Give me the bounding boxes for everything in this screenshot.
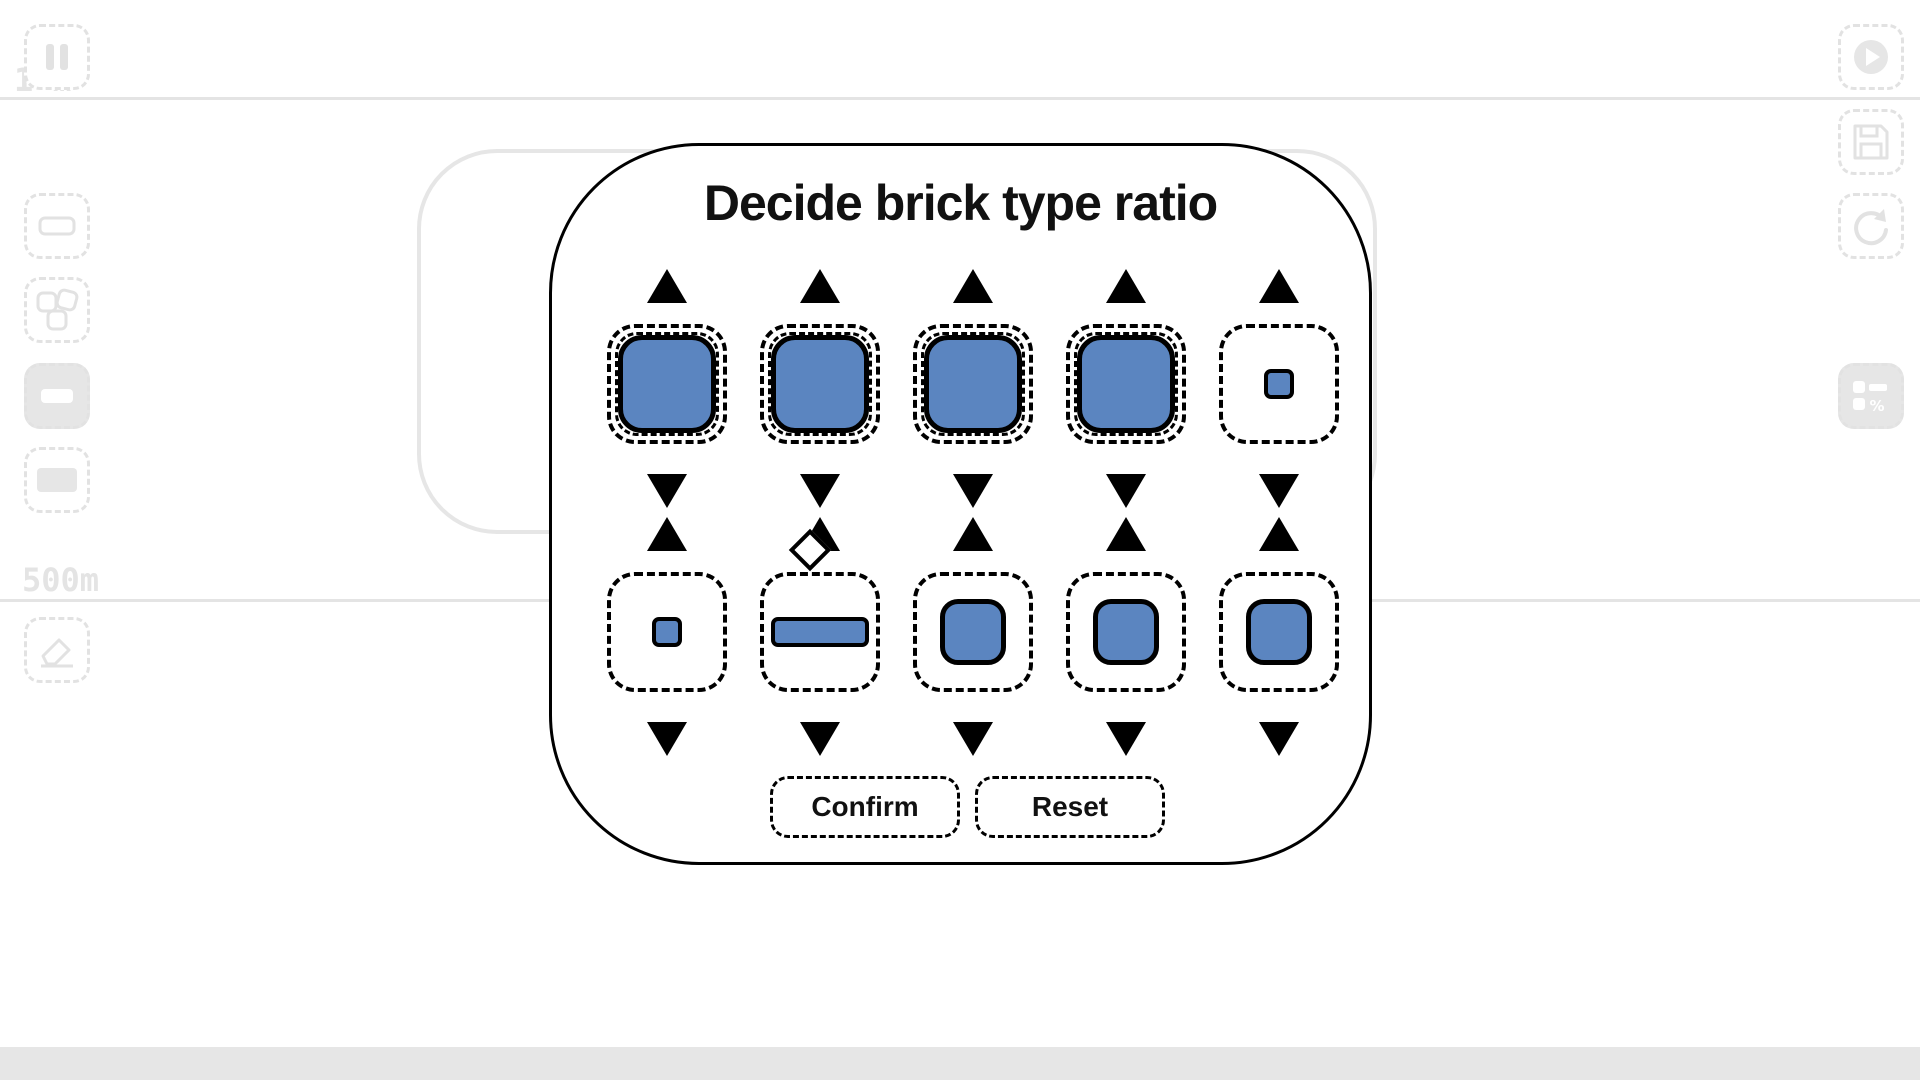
- ratio-button[interactable]: %: [1838, 363, 1904, 429]
- increase-arrow-icon[interactable]: [1106, 269, 1146, 303]
- dialog-title: Decide brick type ratio: [703, 175, 1218, 231]
- block-solid-tool-button[interactable]: [24, 447, 90, 513]
- brick-med-icon: [1093, 599, 1159, 665]
- ratio-icon: %: [1853, 381, 1887, 415]
- brick-solid-icon: [41, 389, 73, 403]
- brick-type-cell: [760, 517, 880, 757]
- increase-arrow-icon[interactable]: [1259, 269, 1299, 303]
- brick-med-icon: [1246, 599, 1312, 665]
- brick-big-icon: [771, 335, 869, 433]
- save-icon: [1853, 124, 1889, 160]
- brick-med-icon: [940, 599, 1006, 665]
- play-icon: [1854, 40, 1888, 74]
- decrease-arrow-icon[interactable]: [647, 722, 687, 756]
- shapes-tool-button[interactable]: [24, 277, 90, 343]
- increase-arrow-icon[interactable]: [1259, 517, 1299, 551]
- brick-type-cell: [1066, 269, 1186, 509]
- brick-type-slot[interactable]: [1066, 572, 1186, 692]
- reset-button[interactable]: Reset: [975, 776, 1165, 838]
- brick-type-slot[interactable]: [760, 572, 880, 692]
- increase-arrow-icon[interactable]: [953, 517, 993, 551]
- svg-text:%: %: [1869, 397, 1884, 415]
- increase-arrow-icon[interactable]: [800, 269, 840, 303]
- bottom-bar: [0, 1047, 1920, 1080]
- brick-big-icon: [924, 335, 1022, 433]
- block-solid-icon: [37, 468, 77, 492]
- decrease-arrow-icon[interactable]: [647, 474, 687, 508]
- refresh-button[interactable]: [1838, 193, 1904, 259]
- increase-arrow-icon[interactable]: [647, 517, 687, 551]
- brick-solid-tool-button[interactable]: [24, 363, 90, 429]
- brick-type-slot[interactable]: [760, 324, 880, 444]
- brick-type-cell: [1219, 269, 1339, 509]
- decrease-arrow-icon[interactable]: [1259, 474, 1299, 508]
- brick-type-slot[interactable]: [1219, 572, 1339, 692]
- top-ground-line: [0, 97, 1920, 100]
- decrease-arrow-icon[interactable]: [953, 722, 993, 756]
- increase-arrow-icon[interactable]: [953, 269, 993, 303]
- brick-outline-icon: [38, 216, 76, 236]
- brick-big-icon: [618, 335, 716, 433]
- brick-type-slot[interactable]: [913, 572, 1033, 692]
- shapes-icon: [36, 288, 79, 331]
- brick-small-icon: [1264, 369, 1294, 399]
- pause-button[interactable]: [24, 24, 90, 90]
- decrease-arrow-icon[interactable]: [1106, 474, 1146, 508]
- decrease-arrow-icon[interactable]: [1106, 722, 1146, 756]
- decrease-arrow-icon[interactable]: [800, 474, 840, 508]
- pause-icon: [46, 44, 68, 70]
- distance-mid-label: 500m: [22, 561, 100, 599]
- brick-type-slot[interactable]: [607, 572, 727, 692]
- brick-type-cell: [913, 269, 1033, 509]
- brick-big-icon: [1077, 335, 1175, 433]
- eraser-tool-button[interactable]: [24, 617, 90, 683]
- brick-type-cell: [1066, 517, 1186, 757]
- decrease-arrow-icon[interactable]: [953, 474, 993, 508]
- increase-arrow-icon[interactable]: [647, 269, 687, 303]
- decrease-arrow-icon[interactable]: [1259, 722, 1299, 756]
- brick-outline-tool-button[interactable]: [24, 193, 90, 259]
- eraser-icon: [41, 638, 73, 668]
- brick-long-icon: [771, 617, 869, 647]
- decrease-arrow-icon[interactable]: [800, 722, 840, 756]
- brick-type-slot[interactable]: [607, 324, 727, 444]
- brick-type-slot[interactable]: [1066, 324, 1186, 444]
- refresh-icon: [1854, 209, 1888, 246]
- brick-ratio-dialog: Decide brick type ratio Confirm Reset: [549, 143, 1372, 865]
- brick-type-cell: [1219, 517, 1339, 757]
- brick-type-slot[interactable]: [1219, 324, 1339, 444]
- brick-type-cell: [607, 269, 727, 509]
- save-button[interactable]: [1838, 109, 1904, 175]
- play-button[interactable]: [1838, 24, 1904, 90]
- increase-arrow-icon[interactable]: [1106, 517, 1146, 551]
- confirm-button[interactable]: Confirm: [770, 776, 960, 838]
- brick-type-slot[interactable]: [913, 324, 1033, 444]
- brick-type-cell: [607, 517, 727, 757]
- brick-type-cell: [760, 269, 880, 509]
- brick-type-cell: [913, 517, 1033, 757]
- brick-small-icon: [652, 617, 682, 647]
